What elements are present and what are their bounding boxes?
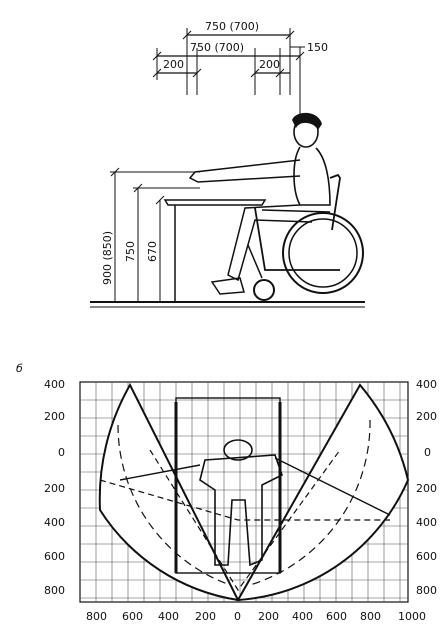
dim-right-200-label: 200 bbox=[259, 58, 280, 71]
bottom-axis-tick: 200 bbox=[258, 610, 279, 623]
right-axis-tick: 400 bbox=[416, 378, 437, 391]
seated-person bbox=[188, 112, 331, 295]
dim-150-label: 150 bbox=[307, 41, 328, 54]
bottom-axis: 800 600 400 200 0 200 400 600 800 1000 bbox=[86, 610, 426, 623]
right-axis-tick: 800 bbox=[416, 584, 437, 597]
height-750-label: 750 bbox=[124, 241, 137, 262]
height-dimensions: 900 (850) 750 670 bbox=[101, 167, 200, 302]
height-900-label: 900 (850) bbox=[101, 231, 114, 285]
bottom-axis-tick: 400 bbox=[292, 610, 313, 623]
bottom-axis-tick: 200 bbox=[195, 610, 216, 623]
bottom-axis-tick: 600 bbox=[122, 610, 143, 623]
left-axis-tick: 200 bbox=[44, 482, 65, 495]
bottom-axis-tick: 800 bbox=[86, 610, 107, 623]
left-axis: 400 200 0 200 400 600 800 bbox=[44, 378, 65, 597]
right-axis-tick: 200 bbox=[416, 482, 437, 495]
right-axis-tick: 600 bbox=[416, 550, 437, 563]
bottom-axis-tick: 1000 bbox=[398, 610, 426, 623]
left-axis-tick: 0 bbox=[58, 446, 65, 459]
left-axis-tick: 200 bbox=[44, 410, 65, 423]
right-axis-tick: 200 bbox=[416, 410, 437, 423]
plan-person bbox=[119, 397, 391, 574]
bottom-axis-tick: 600 bbox=[326, 610, 347, 623]
wheelchair bbox=[247, 173, 364, 301]
floor-line bbox=[90, 301, 365, 308]
left-axis-tick: 600 bbox=[44, 550, 65, 563]
dim-left-200-label: 200 bbox=[163, 58, 184, 71]
right-axis-tick: 400 bbox=[416, 516, 437, 529]
bottom-axis-tick: 400 bbox=[158, 610, 179, 623]
dim-inner-label: 750 (700) bbox=[190, 41, 244, 54]
table bbox=[163, 199, 267, 302]
right-axis-tick: 0 bbox=[424, 446, 431, 459]
left-axis-tick: 400 bbox=[44, 516, 65, 529]
left-axis-tick: 800 bbox=[44, 584, 65, 597]
reach-zones bbox=[98, 382, 410, 602]
bottom-axis-tick: 800 bbox=[360, 610, 381, 623]
left-axis-tick: 400 bbox=[44, 378, 65, 391]
dim-overall-label: 750 (700) bbox=[205, 20, 259, 33]
right-axis: 400 200 0 200 400 600 800 bbox=[416, 378, 437, 597]
height-670-label: 670 bbox=[146, 241, 159, 262]
top-dimension-chain: 750 (700) 750 (700) 200 200 150 bbox=[152, 20, 328, 115]
panel-label: б bbox=[16, 362, 23, 375]
bottom-axis-tick: 0 bbox=[234, 610, 241, 623]
